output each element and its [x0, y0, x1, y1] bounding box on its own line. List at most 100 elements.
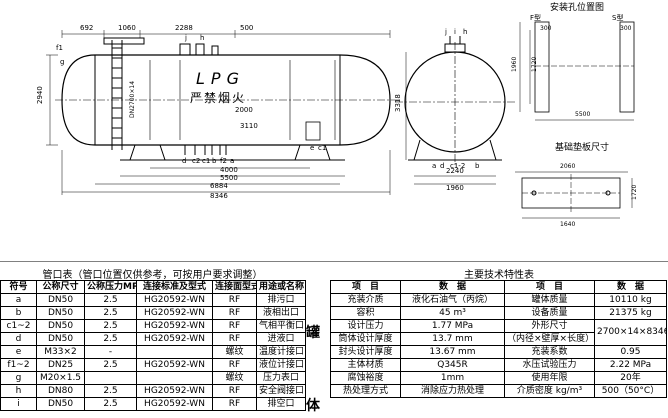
cell: 2.5 [84, 332, 137, 346]
nozzle-label-c2: c2 [192, 157, 200, 165]
dim-6884: 6884 [210, 182, 228, 190]
header-cell: 项 目 [504, 280, 595, 294]
cell: 2.5 [84, 319, 137, 333]
cell: DN50 [36, 306, 85, 320]
cell: RF [212, 293, 257, 307]
dim-8346: 8346 [210, 192, 228, 200]
nozzle-label-c1-right: c1 [318, 144, 326, 152]
cell: DN80 [36, 384, 85, 398]
header-cell: 公称尺寸 [36, 280, 85, 294]
cell: - [84, 345, 137, 359]
table-header-row: 符号 公称尺寸 公称压力MPa 连接标准及型式 连接面型式 用途或名称 [0, 280, 306, 294]
nozzle-mark-g: g [60, 58, 64, 66]
dim-5500: 5500 [220, 174, 238, 182]
header-cell: 连接面型式 [212, 280, 257, 294]
dim-2940: 2940 [36, 86, 44, 104]
header-cell: 项 目 [330, 280, 401, 294]
cell: 21375 kg [594, 306, 667, 320]
cell [136, 371, 213, 385]
nozzle-label-d: d [182, 157, 186, 165]
header-cell: 数 据 [400, 280, 505, 294]
spec-table-title: 主要技术特性表 [464, 270, 534, 281]
dim-4000: 4000 [220, 166, 238, 174]
dim-2060: 2060 [560, 163, 575, 170]
side-label-b: b [475, 162, 480, 170]
cell: 安全阀接口 [256, 384, 306, 398]
cell: HG20592-WN [136, 293, 213, 307]
cell: e [0, 345, 37, 359]
cell: 腐蚀裕度 [330, 371, 401, 385]
nozzle-label-b: b [212, 157, 217, 165]
cell: 充装系数 [504, 345, 595, 359]
cell: 使用年限 [504, 371, 595, 385]
base-plate-view [515, 171, 633, 219]
cell: 2.5 [84, 384, 137, 398]
cell: 设计压力 [330, 319, 401, 333]
nozzle-table-title: 管口表（管口位置仅供参考，可按用户要求调整） [42, 270, 263, 281]
cell: 充装介质 [330, 293, 401, 307]
cell: RF [212, 306, 257, 320]
cell: 水压试验压力 [504, 358, 595, 372]
cell: 20年 [594, 371, 667, 385]
cell: DN50 [36, 397, 85, 411]
cell: HG20592-WN [136, 384, 213, 398]
dim-3318: 3318 [394, 94, 402, 112]
cell: b [0, 306, 37, 320]
cell: 主体材质 [330, 358, 401, 372]
cell: 压力表口 [256, 371, 306, 385]
dim-300-a: 300 [540, 25, 552, 32]
cell: HG20592-WN [136, 358, 213, 372]
cell: 设备质量 [504, 306, 595, 320]
cell: DN50 [36, 319, 85, 333]
cell: 2.5 [84, 358, 137, 372]
cell [136, 345, 213, 359]
cell: 热处理方式 [330, 384, 401, 398]
dim-3110: 3110 [240, 122, 258, 130]
dim-2240: 2240 [446, 167, 464, 175]
tank-side-label-1: 罐 [306, 325, 320, 341]
cell: HG20592-WN [136, 332, 213, 346]
cell: 螺纹 [212, 345, 257, 359]
side-label-j: j [444, 28, 447, 36]
dim-1720-plate: 1720 [631, 185, 638, 200]
dim-1640: 1640 [560, 221, 575, 228]
s-type-label: S型 [612, 13, 623, 22]
header-cell: 符号 [0, 280, 37, 294]
table-header-row: 项 目 数 据 项 目 数 据 [330, 280, 667, 294]
cell: 13.7 mm [400, 332, 505, 346]
cell: HG20592-WN [136, 306, 213, 320]
cell: 气相平衡口 [256, 319, 306, 333]
nozzle-mark-h: h [200, 34, 204, 42]
cell: RF [212, 384, 257, 398]
cell: a [0, 293, 37, 307]
dim-1960: 1960 [446, 184, 464, 192]
engineering-drawing: 692 1060 2288 500 f1 g j h 2940 DN2700×1… [0, 1, 668, 262]
header-cell: 公称压力MPa [84, 280, 137, 294]
side-label-h: h [463, 28, 467, 36]
cell: 温度计接口 [256, 345, 306, 359]
cell: 筒体设计厚度 [330, 332, 401, 346]
cell: HG20592-WN [136, 397, 213, 411]
dim-label: 500 [240, 24, 253, 32]
header-cell: 数 据 [594, 280, 667, 294]
cell: DN25 [36, 358, 85, 372]
dim-dn: DN2700×14 [129, 81, 136, 118]
cell: 消除应力热处理 [400, 384, 505, 398]
dim-label: 2288 [175, 24, 193, 32]
cell: 10110 kg [594, 293, 667, 307]
cell: f1~2 [0, 358, 37, 372]
side-label-c12: c1-2 [450, 162, 465, 170]
f-type-label: F型 [530, 13, 541, 22]
dim-1960-hole: 1960 [511, 57, 518, 72]
lpg-label: LPG [196, 69, 245, 88]
nozzle-label-f2: f2 [220, 157, 227, 165]
cell: 0.95 [594, 345, 667, 359]
